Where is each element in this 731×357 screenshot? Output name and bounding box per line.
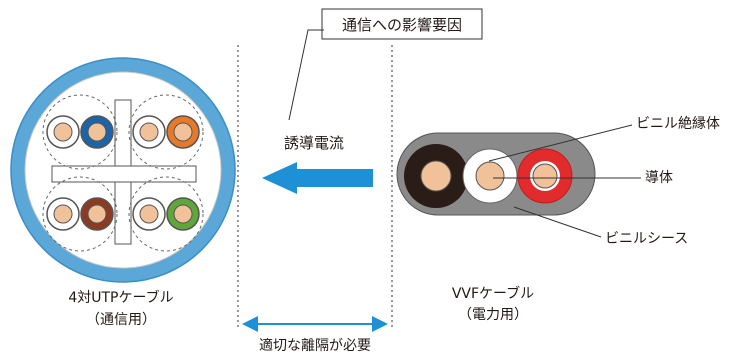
pair-outline-top-right [128, 94, 204, 170]
utp-name-label: 4対UTPケーブル [68, 289, 173, 306]
vvf-sub-label: （電力用） [458, 307, 528, 323]
utp-cable [10, 57, 236, 283]
pair-green [132, 197, 200, 231]
pair-outline-bottom-left [42, 176, 118, 252]
influence-title: 通信への影響要因 [342, 16, 462, 34]
influence-pointer [288, 29, 324, 121]
induced-current-label: 誘導電流 [284, 134, 344, 152]
vinyl-insulator-label: ビニル絶縁体 [636, 116, 720, 132]
vinyl-sheath-label: ビニルシース [605, 231, 688, 247]
leader-vinyl-sheath [513, 206, 602, 238]
separation-label: 適切な離隔が必要 [259, 337, 371, 354]
influence-box [321, 8, 483, 40]
pair-orange [132, 115, 200, 149]
pair-brown [46, 197, 114, 231]
utp-sub-label: （通信用） [86, 312, 156, 328]
conductor-label: 導体 [645, 170, 673, 186]
vvf-cable [396, 132, 596, 216]
induced-current-arrow [262, 162, 373, 194]
leader-vinyl-insulator [488, 124, 633, 162]
vvf-name-label: VVFケーブル [452, 285, 534, 302]
pair-outline-top-left [42, 94, 118, 170]
pair-blue [46, 115, 114, 149]
pair-outline-bottom-right [128, 176, 204, 252]
